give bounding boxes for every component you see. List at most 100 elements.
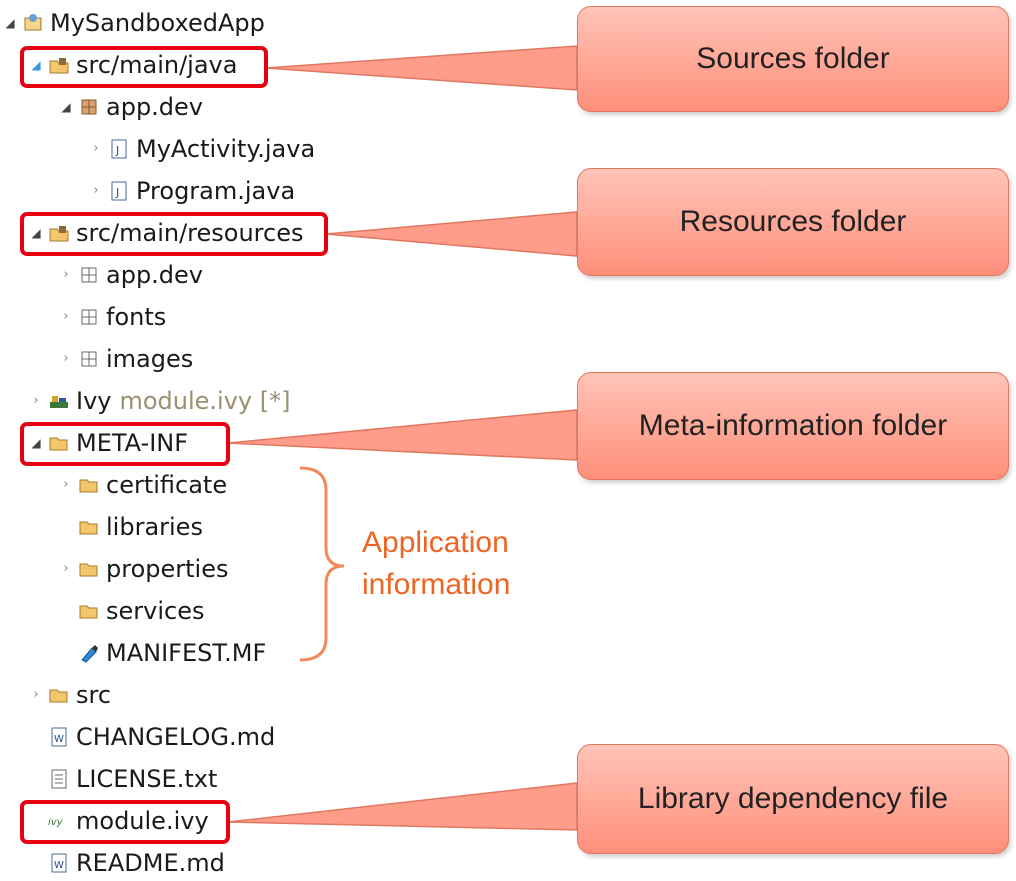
package-outline-icon [78,264,100,286]
tree-label: images [106,345,194,373]
svg-text:W: W [54,860,64,871]
collapse-arrow-icon[interactable]: › [63,309,69,324]
tree-item-services[interactable]: services [58,594,204,628]
collapse-arrow-icon[interactable]: › [63,477,69,492]
tree-item-license[interactable]: LICENSE.txt [28,762,217,796]
annotation-line-2: information [362,568,511,601]
tree-label: MyActivity.java [136,135,316,163]
java-file-icon: J [108,180,130,202]
expand-arrow-icon[interactable]: ◢ [31,58,41,72]
folder-icon [48,684,70,706]
collapse-arrow-icon[interactable]: › [33,393,39,408]
tree-label: META-INF [76,429,189,457]
tree-label: app.dev [106,93,204,121]
source-folder-icon [48,54,70,76]
project-icon [22,12,44,34]
tree-item-certificate[interactable]: › certificate [58,468,227,502]
callout-library-text: Library dependency file [637,782,949,815]
annotation-line-1: Application [362,526,509,559]
highlight-module-ivy [20,800,230,844]
tree-item-manifest[interactable]: MANIFEST.MF [58,636,266,670]
tree-item-readme[interactable]: W README.md [28,846,225,880]
collapse-arrow-icon[interactable]: › [93,183,99,198]
folder-icon [78,600,100,622]
svg-text:ivy: ivy [48,817,64,828]
collapse-arrow-icon[interactable]: › [63,267,69,282]
tree-item-src[interactable]: › src [28,678,111,712]
bracket [299,466,345,662]
tree-item-fonts[interactable]: › fonts [58,300,166,334]
tree-item-meta-inf[interactable]: ◢ META-INF [28,426,188,460]
tree-label: fonts [106,303,167,331]
tree-label: properties [106,555,229,583]
callout-meta: Meta-information folder [577,372,1009,480]
ivy-module-label: module.ivy [*] [119,387,291,415]
tree-label: src/main/resources [76,219,304,247]
collapse-arrow-icon[interactable]: › [33,687,39,702]
expand-arrow-icon[interactable]: ◢ [61,100,71,114]
manifest-file-icon [78,642,100,664]
collapse-arrow-icon[interactable]: › [63,351,69,366]
expand-arrow-icon[interactable]: ◢ [31,226,41,240]
tree-item-src-main-resources[interactable]: ◢ src/main/resources [28,216,303,250]
package-outline-icon [78,306,100,328]
tree-item-properties[interactable]: › properties [58,552,228,586]
expand-arrow-icon[interactable]: ◢ [5,16,15,30]
collapse-arrow-icon[interactable]: › [93,141,99,156]
tree-item-root[interactable]: ◢ MySandboxedApp [2,6,265,40]
folder-icon [78,516,100,538]
tree-item-images[interactable]: › images [58,342,193,376]
tree-item-myactivity[interactable]: › J MyActivity.java [88,132,315,166]
callout-sources-text: Sources folder [696,42,890,75]
source-folder-icon [48,222,70,244]
tree-label: services [106,597,205,625]
tree-item-ivy[interactable]: › Ivy module.ivy [*] [28,384,290,418]
text-file-icon [48,768,70,790]
collapse-arrow-icon[interactable]: › [63,561,69,576]
callout-resources-text: Resources folder [679,205,907,238]
tree-label: certificate [106,471,228,499]
tree-label: Ivy [76,387,112,415]
package-icon [78,96,100,118]
java-file-icon: J [108,138,130,160]
tree-label: README.md [76,849,225,877]
highlight-src-main-java [20,46,268,88]
folder-icon [78,474,100,496]
tree-item-res-app-dev[interactable]: › app.dev [58,258,203,292]
callout-resources: Resources folder [577,168,1009,276]
callout-sources: Sources folder [577,6,1009,112]
tree-label: MANIFEST.MF [106,639,267,667]
tree-label: src [76,681,112,709]
tree-item-libraries[interactable]: libraries [58,510,203,544]
highlight-src-main-resources [20,212,328,256]
tree-label: Program.java [136,177,296,205]
svg-text:W: W [54,734,64,745]
expand-arrow-icon[interactable]: ◢ [31,436,41,450]
tree-label: src/main/java [76,51,238,79]
callout-meta-text: Meta-information folder [638,409,948,442]
tree-label: MySandboxedApp [50,9,265,37]
tree-item-changelog[interactable]: W CHANGELOG.md [28,720,275,754]
tree-item-app-dev-package[interactable]: ◢ app.dev [58,90,203,124]
highlight-meta-inf [20,422,230,466]
application-information-annotation: Application information [362,522,510,606]
tree-item-program[interactable]: › J Program.java [88,174,295,208]
svg-text:J: J [115,186,119,199]
document-icon: W [48,852,70,874]
package-outline-icon [78,348,100,370]
tree-label: module.ivy [76,807,209,835]
callout-library: Library dependency file [577,744,1009,854]
svg-text:J: J [115,144,119,157]
folder-icon [78,558,100,580]
tree-item-module-ivy[interactable]: ivy module.ivy [28,804,209,838]
tree-label: LICENSE.txt [76,765,218,793]
tree-label: libraries [106,513,203,541]
ivy-file-icon: ivy [48,810,70,832]
tree-label: app.dev [106,261,204,289]
tree-label: CHANGELOG.md [76,723,276,751]
ivy-library-icon [48,390,70,412]
document-icon: W [48,726,70,748]
folder-open-icon [48,432,70,454]
tree-item-src-main-java[interactable]: ◢ src/main/java [28,48,237,82]
